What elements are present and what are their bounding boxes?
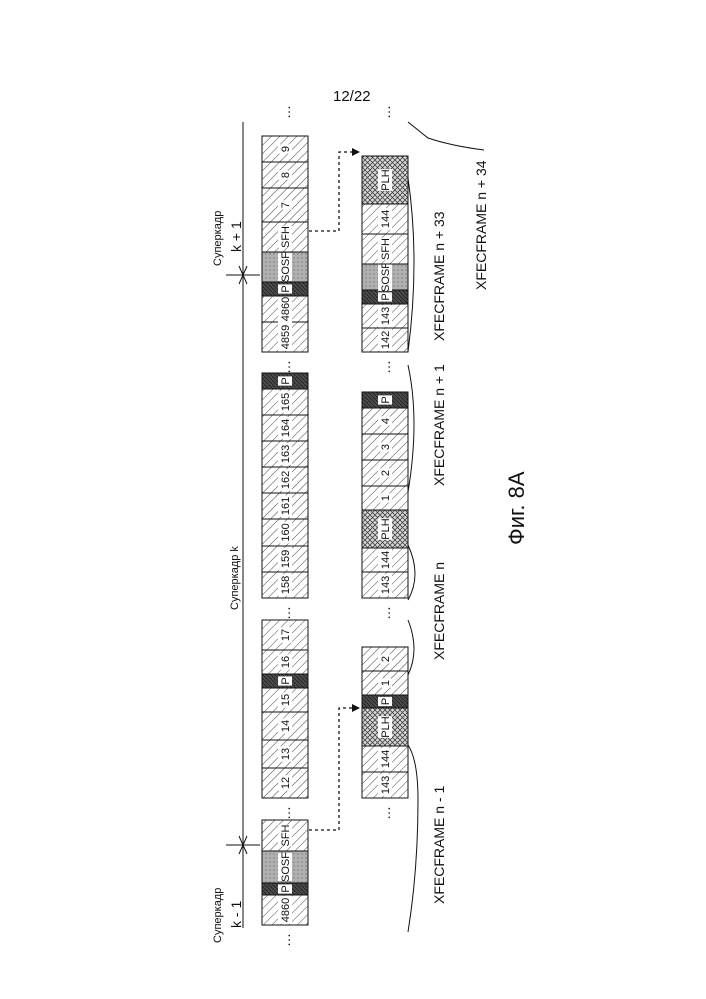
ellipsis-mark: … (277, 606, 293, 620)
arrow-heads (352, 148, 360, 712)
superframe-cell-label: P (280, 377, 292, 384)
xfecframe-n-plus-33-label: XFECFRAME n + 33 (431, 211, 447, 341)
figure-caption: Фиг. 8A (504, 471, 529, 545)
superframe-k-plus-1-line2: k + 1 (228, 221, 244, 252)
superframe-cell-label: 162 (280, 471, 292, 489)
superframe-cell-label: 17 (280, 629, 292, 641)
xfecframe-n-minus-1-label: XFECFRAME n - 1 (431, 786, 447, 904)
xfecframe-cell-label: P (380, 293, 392, 300)
xfecframe-cell-label: PLH (380, 169, 392, 190)
superframe-cell-label: 8 (280, 172, 292, 178)
xfecframe-n-label: XFECFRAME n (431, 562, 447, 660)
xfecframe-cell-label: 3 (380, 444, 392, 450)
ellipsis-mark: … (277, 360, 293, 374)
ellipsis-mark: … (377, 606, 393, 620)
xfecframe-cell-label: 2 (380, 470, 392, 476)
superframe-cell-label: 9 (280, 146, 292, 152)
superframe-k-label: Суперкадр k (229, 546, 241, 610)
ellipsis-mark: … (277, 933, 293, 947)
xfecframe-cell-label: 144 (380, 210, 392, 228)
xfecframe-cell-label: P (380, 698, 392, 705)
superframe-cell-label: 159 (280, 550, 292, 568)
xfecframe-cell-label: 2 (380, 656, 392, 662)
xfecframe-cell-label: SFH (380, 238, 392, 260)
superframe-cell-label: 161 (280, 497, 292, 515)
xfecframe-cell-row: 143144PLHP12143144PLH1234P142143PSOSFSFH… (362, 156, 408, 798)
xfecframe-cell-label: 1 (380, 680, 392, 686)
superframe-cell-label: P (280, 677, 292, 684)
superframe-cell-label: 164 (280, 419, 292, 437)
xfecframe-cell-label: PLH (380, 716, 392, 737)
superframe-cell-label: 4860 (280, 297, 292, 321)
superframe-cell-label: SFH (280, 226, 292, 248)
page-number: 12/22 (333, 88, 371, 105)
superframe-cell-label: SFH (280, 824, 292, 846)
superframe-cell-label: P (280, 285, 292, 292)
xfecframe-cell-label: 144 (380, 750, 392, 768)
superframe-cell-label: 13 (280, 748, 292, 760)
superframe-cell-label: 14 (280, 720, 292, 732)
superframe-cell-label: 4860 (280, 898, 292, 922)
xfecframe-cell-label: 143 (380, 307, 392, 325)
xfecframe-cell-label: 142 (380, 331, 392, 349)
superframe-cell-label: 16 (280, 656, 292, 668)
superframe-cell-label: P (280, 885, 292, 892)
ellipsis-mark: … (377, 105, 393, 119)
superframe-cell-label: 7 (280, 202, 292, 208)
superframe-cell-label: 4859 (280, 325, 292, 349)
superframe-cell-label: 163 (280, 445, 292, 463)
superframe-k-minus-1-line1: Суперкадр (212, 888, 224, 943)
superframe-cell-label: SOSF (280, 252, 292, 282)
xfecframe-cell-label: SOSF (380, 262, 392, 292)
ellipsis-mark: … (377, 806, 393, 820)
ellipsis-mark: … (377, 360, 393, 374)
xfecframe-n-plus-1-label: XFECFRAME n + 1 (431, 364, 447, 486)
superframe-cell-label: 160 (280, 523, 292, 541)
ellipsis-mark: … (277, 105, 293, 119)
mapping-arrows (309, 152, 355, 830)
superframe-k-minus-1-line2: k - 1 (228, 901, 244, 928)
xfecframe-n-plus-34-label: XFECFRAME n + 34 (473, 160, 489, 290)
xfecframe-cell-label: PLH (380, 518, 392, 539)
xfecframe-cell-label: 1 (380, 495, 392, 501)
superframe-cell-label: 165 (280, 393, 292, 411)
superframe-cell-label: SOSF (280, 852, 292, 882)
superframe-k-plus-1-line1: Суперкадр (212, 211, 224, 266)
xfecframe-cell-label: 143 (380, 776, 392, 794)
superframe-cell-label: 12 (280, 777, 292, 789)
xfecframe-cell-label: 4 (380, 418, 392, 424)
superframe-cell-label: 158 (280, 576, 292, 594)
xfecframe-cell-label: P (380, 396, 392, 403)
ellipsis-mark: … (277, 806, 293, 820)
xfecframe-cell-label: 143 (380, 576, 392, 594)
superframe-cell-label: 15 (280, 694, 292, 706)
xfecframe-cell-label: 144 (380, 551, 392, 569)
